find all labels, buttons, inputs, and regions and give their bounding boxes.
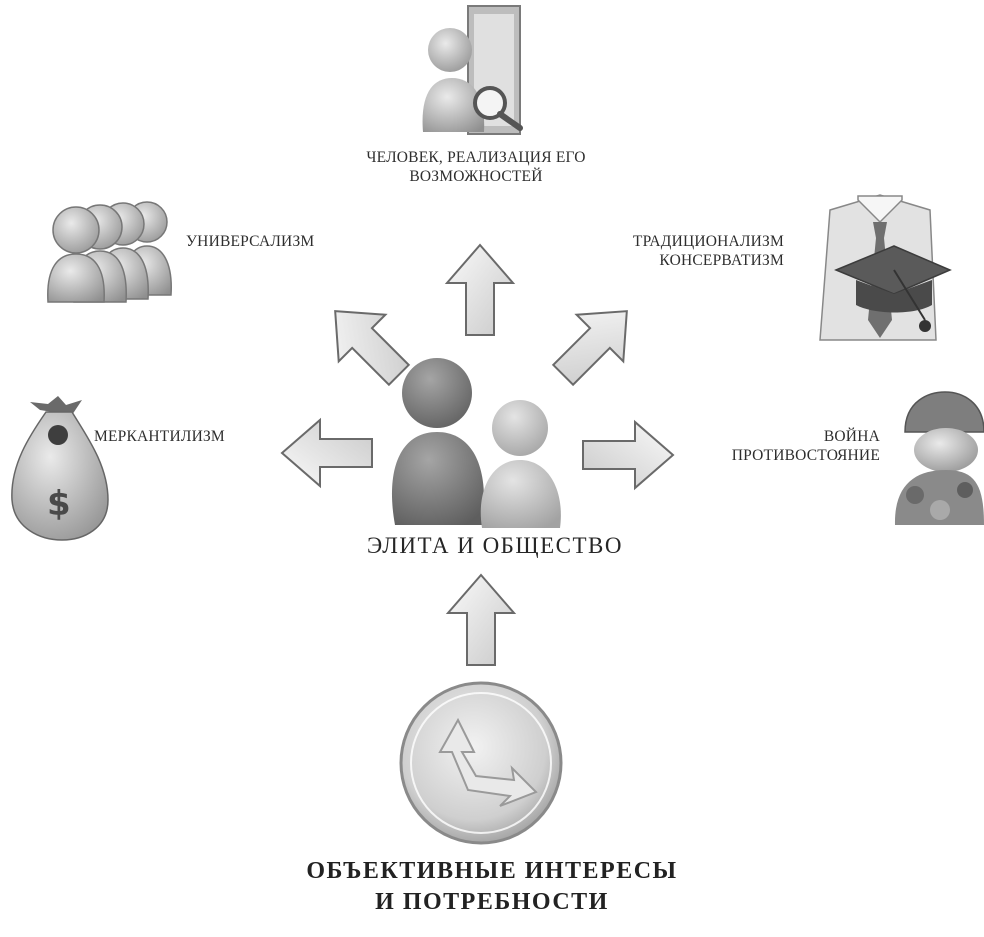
source-title: ОБЪЕКТИВНЫЕ ИНТЕРЕСЫ И ПОТРЕБНОСТИ: [300, 856, 684, 918]
arrow-up-bottom: [447, 574, 515, 666]
label-traditionalism: ТРАДИЦИОНАЛИЗМ КОНСЕРВАТИЗМ: [574, 232, 784, 270]
arrow-up: [446, 244, 514, 336]
source-title-line2: И ПОТРЕБНОСТИ: [375, 889, 609, 915]
label-mercantilism-line1: МЕРКАНТИЛИЗМ: [94, 428, 225, 445]
source-title-line1: ОБЪЕКТИВНЫЕ ИНТЕРЕСЫ: [306, 858, 678, 884]
label-traditionalism-line2: КОНСЕРВАТИЗМ: [659, 252, 784, 269]
center-title: ЭЛИТА И ОБЩЕСТВО: [367, 533, 623, 558]
label-war-line1: ВОЙНА: [823, 428, 880, 445]
label-person-line2: ВОЗМОЖНОСТЕЙ: [409, 168, 543, 185]
arrow-left: [281, 419, 373, 487]
label-universalism-line1: УНИВЕРСАЛИЗМ: [186, 233, 315, 250]
arrow-right: [582, 421, 674, 489]
label-universalism: УНИВЕРСАЛИЗМ: [186, 232, 314, 251]
label-war: ВОЙНА ПРОТИВОСТОЯНИЕ: [680, 427, 880, 465]
label-war-line2: ПРОТИВОСТОЯНИЕ: [731, 447, 880, 464]
person-magnifier-icon: [422, 5, 523, 135]
label-traditionalism-line1: ТРАДИЦИОНАЛИЗМ: [632, 233, 784, 250]
label-person-line1: ЧЕЛОВЕК, РЕАЛИЗАЦИЯ ЕГО: [366, 149, 586, 166]
exchange-coin-icon: [399, 681, 563, 845]
graduate-icon: [819, 194, 952, 341]
arrow-up-right: [538, 286, 652, 400]
svg-text:$: $: [47, 484, 71, 524]
label-mercantilism: МЕРКАНТИЛИЗМ: [94, 427, 225, 446]
elite-society-icon: [391, 358, 561, 528]
label-person: ЧЕЛОВЕК, РЕАЛИЗАЦИЯ ЕГО ВОЗМОЖНОСТЕЙ: [326, 148, 626, 186]
crowd-icon: [47, 201, 172, 303]
money-bag-icon: $: [11, 396, 109, 541]
soldier-icon: [894, 391, 984, 525]
